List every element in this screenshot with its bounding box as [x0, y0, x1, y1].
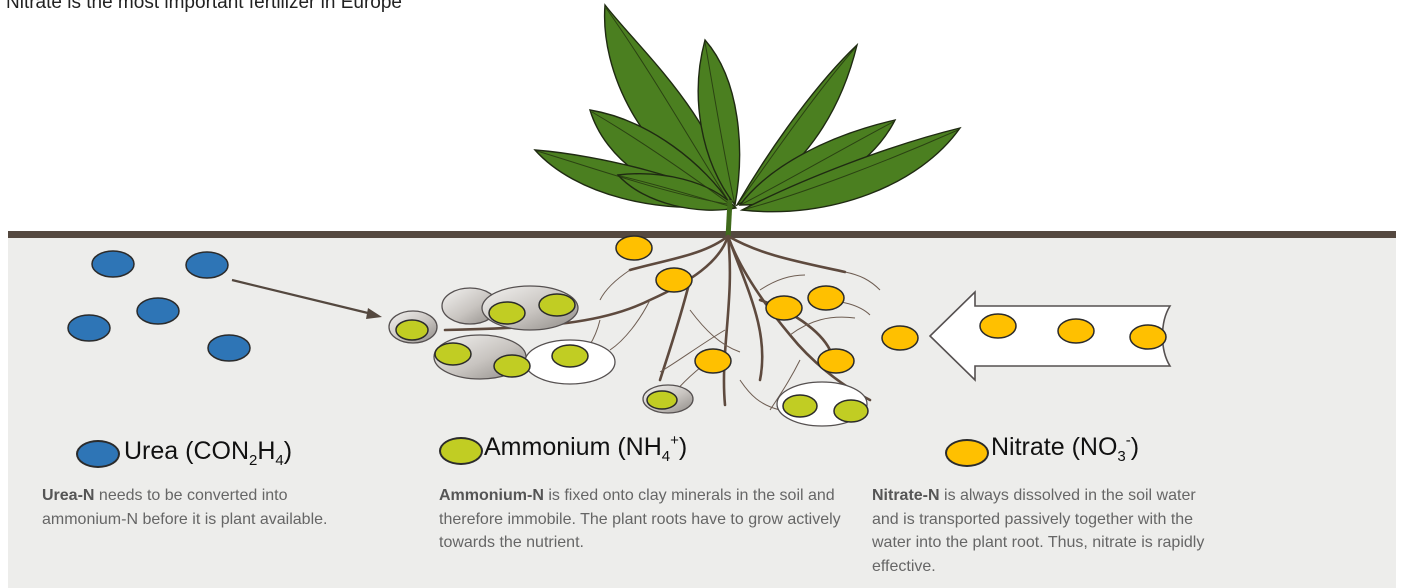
nitrate-description: Nitrate-N is always dissolved in the soi…	[872, 484, 1217, 578]
urea-granule-icon	[76, 440, 120, 468]
page-title: Nitrate is the most important fertilizer…	[6, 0, 402, 14]
urea-description: Urea-N needs to be converted into ammoni…	[42, 484, 362, 531]
ammonium-sup: +	[670, 432, 679, 449]
nitrate-particle-icon	[945, 439, 989, 467]
urea-name: Urea (CON	[124, 437, 249, 465]
ammonium-name: Ammonium (NH	[484, 433, 662, 461]
plant-stem	[728, 200, 730, 238]
ammonium-sub: 4	[662, 448, 670, 465]
urea-desc-bold: Urea-N	[42, 487, 94, 504]
nitrate-sub: 3	[1117, 448, 1125, 465]
urea-mid: H	[257, 437, 275, 465]
plant-leaves	[535, 5, 960, 212]
ammonium-desc-bold: Ammonium-N	[439, 487, 544, 504]
nitrate-desc-bold: Nitrate-N	[872, 487, 940, 504]
nitrate-close: )	[1131, 433, 1139, 461]
urea-sub-2: 4	[275, 452, 283, 469]
ammonium-particle-icon	[439, 437, 483, 465]
urea-close: )	[284, 437, 292, 465]
nitrate-legend-title: Nitrate (NO3-)	[991, 432, 1139, 465]
ammonium-legend-title: Ammonium (NH4+)	[484, 432, 687, 465]
urea-legend-title: Urea (CON2H4)	[124, 437, 292, 469]
ammonium-description: Ammonium-N is fixed onto clay minerals i…	[439, 484, 849, 555]
nitrate-name: Nitrate (NO	[991, 433, 1117, 461]
ammonium-close: )	[679, 433, 687, 461]
ground-line	[8, 231, 1396, 238]
